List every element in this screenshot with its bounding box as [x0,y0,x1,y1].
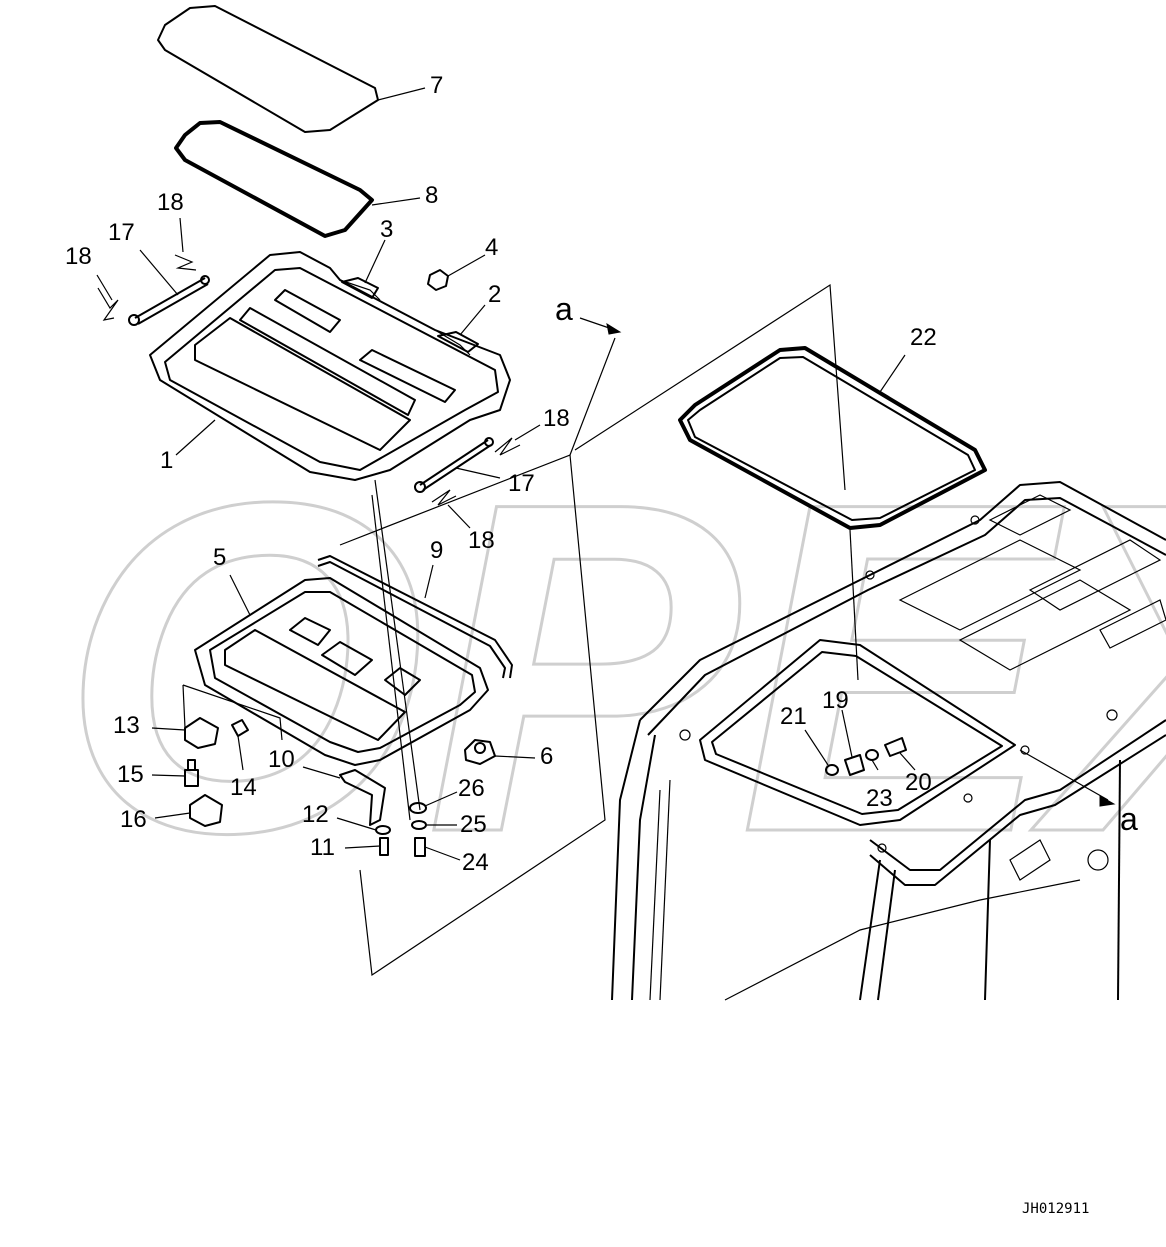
callout-10: 10 [268,746,295,773]
callout-7: 7 [430,72,443,99]
callout-19: 19 [822,687,849,714]
reference-arrow-a-right [1019,749,1116,807]
part-20-bolt [884,737,907,757]
callout-25: 25 [460,811,487,838]
callout-18-right: 18 [543,405,570,432]
callout-18-top: 18 [157,189,184,216]
part-22-window-gasket [678,346,987,530]
callout-14: 14 [230,774,257,801]
part-17-gas-strut-lower [414,437,494,493]
callout-13: 13 [113,712,140,739]
callout-20: 20 [905,769,932,796]
callout-4: 4 [485,234,498,261]
callout-6: 6 [540,743,553,770]
part-14-latch-pin [231,719,249,737]
part-18-clip-3 [494,437,521,456]
callout-17-upper: 17 [108,219,135,246]
callout-labels: 7 8 3 4 2 17 18 18 1 18 17 18 22 5 9 13 … [65,72,1138,1217]
part-10-handle [339,769,386,826]
part-5-inner-panel [194,577,489,766]
part-25-washer [411,820,427,830]
part-11-bolt [379,837,389,856]
callout-1: 1 [160,447,173,474]
callout-22: 22 [910,324,937,351]
part-13-latch [184,717,219,749]
callout-17-lower: 17 [508,470,535,497]
part-8-seal-frame [174,120,374,238]
part-18-clip-2 [174,254,197,271]
reference-mark-a-right: a [1120,801,1138,837]
watermark: OPEX [60,405,1166,930]
assembly-lines [182,283,859,977]
callout-15: 15 [117,761,144,788]
callout-11: 11 [310,834,335,861]
part-21-nut [825,764,839,776]
callout-18-left: 18 [65,243,92,270]
callout-9: 9 [430,537,443,564]
reference-mark-a-left: a [555,291,573,327]
part-24-bolt [414,837,426,857]
part-9-weather-strip [317,555,513,679]
part-17-gas-strut-upper [128,275,210,326]
callout-16: 16 [120,806,147,833]
callout-18-lower: 18 [468,527,495,554]
part-18-clip-1 [97,287,119,321]
leader-lines [96,87,916,861]
part-4-nut [427,269,449,291]
part-18-clip-4 [431,489,457,506]
callout-23: 23 [866,785,893,812]
part-15-bolt [184,759,199,787]
part-19-clip [844,754,865,776]
callout-3: 3 [380,216,393,243]
part-2-hinge-bracket [437,331,479,353]
callout-21: 21 [780,703,807,730]
part-3-hinge-bracket [341,277,379,299]
cab-structure [611,481,1166,1001]
callout-2: 2 [488,281,501,308]
part-26-nut [409,802,427,814]
part-7-glass-panel [157,5,379,133]
reference-arrow-a-left [579,317,622,335]
part-1-hatch-frame [149,251,511,481]
drawing-code: JH012911 [1022,1201,1089,1217]
callout-8: 8 [425,182,438,209]
part-16-striker [189,794,223,827]
callout-5: 5 [213,544,226,571]
callout-24: 24 [462,849,489,876]
callout-12: 12 [302,801,329,828]
callout-26: 26 [458,775,485,802]
